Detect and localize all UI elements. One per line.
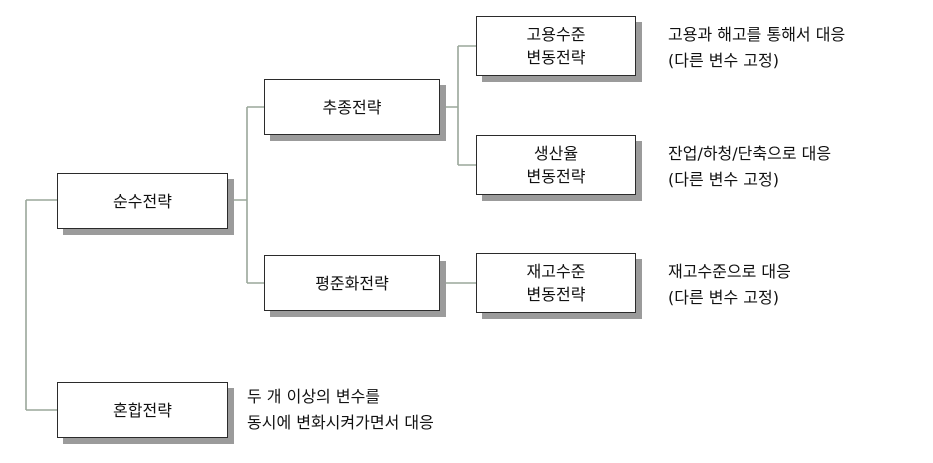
note-workforce-line2: (다른 변수 고정) bbox=[668, 51, 779, 70]
node-level-strategy-label: 평준화전략 bbox=[315, 273, 389, 293]
note-inventory: 재고수준으로 대응 (다른 변수 고정) bbox=[668, 259, 791, 311]
node-level-strategy: 평준화전략 bbox=[264, 255, 440, 311]
node-inventory-line2: 변동전략 bbox=[526, 285, 586, 304]
node-inventory-line1: 재고수준 bbox=[526, 262, 586, 281]
node-chase-strategy: 추종전략 bbox=[264, 79, 440, 135]
note-inventory-line2: (다른 변수 고정) bbox=[668, 288, 779, 307]
note-production: 잔업/하청/단축으로 대응 (다른 변수 고정) bbox=[668, 141, 831, 193]
note-workforce-line1: 고용과 해고를 통해서 대응 bbox=[668, 25, 846, 44]
note-mixed: 두 개 이상의 변수를 동시에 변화시켜가면서 대응 bbox=[247, 384, 434, 436]
note-mixed-line1: 두 개 이상의 변수를 bbox=[247, 387, 381, 406]
node-chase-strategy-label: 추종전략 bbox=[322, 97, 382, 117]
node-workforce-line1: 고용수준 bbox=[526, 25, 586, 44]
note-production-line1: 잔업/하청/단축으로 대응 bbox=[668, 144, 832, 163]
note-inventory-line1: 재고수준으로 대응 bbox=[668, 262, 791, 281]
node-pure-strategy: 순수전략 bbox=[57, 173, 228, 229]
node-mixed-strategy: 혼합전략 bbox=[57, 382, 228, 438]
note-production-line2: (다른 변수 고정) bbox=[668, 170, 779, 189]
node-pure-strategy-label: 순수전략 bbox=[113, 191, 172, 211]
node-mixed-strategy-label: 혼합전략 bbox=[113, 400, 172, 420]
node-production-line2: 변동전략 bbox=[526, 167, 586, 186]
node-production-line1: 생산율 bbox=[533, 144, 579, 163]
node-workforce-strategy: 고용수준 변동전략 bbox=[476, 16, 636, 76]
note-workforce: 고용과 해고를 통해서 대응 (다른 변수 고정) bbox=[668, 22, 845, 74]
node-production-strategy: 생산율 변동전략 bbox=[476, 135, 636, 195]
node-workforce-line2: 변동전략 bbox=[526, 48, 586, 67]
node-inventory-strategy: 재고수준 변동전략 bbox=[476, 253, 636, 313]
note-mixed-line2: 동시에 변화시켜가면서 대응 bbox=[247, 413, 434, 432]
